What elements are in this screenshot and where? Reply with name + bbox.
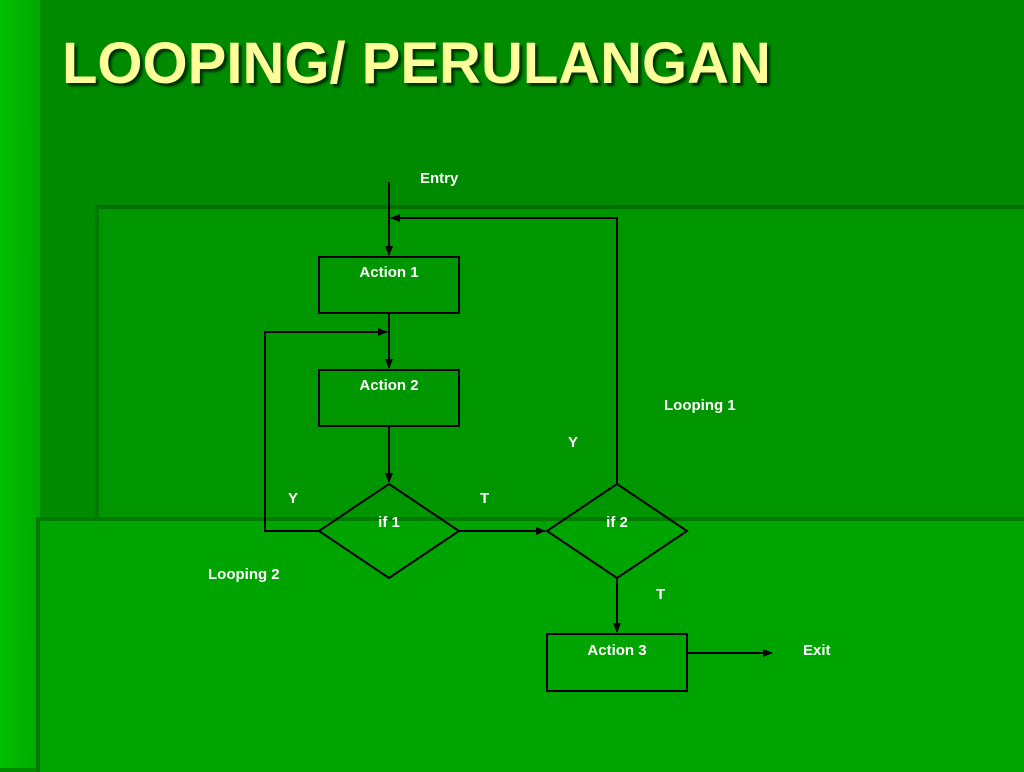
background-panel-lower — [36, 517, 1024, 772]
edge-loop2 — [264, 328, 388, 532]
entry-label: Entry — [420, 170, 459, 187]
if1-no-label: T — [480, 490, 490, 507]
action2-label: Action 2 — [359, 377, 419, 394]
if2-label: if 2 — [606, 514, 628, 531]
if1-label: if 1 — [378, 514, 400, 531]
exit-label: Exit — [803, 642, 831, 659]
if1-diamond — [317, 482, 461, 580]
action3-label: Action 3 — [587, 642, 647, 659]
action3-box — [546, 633, 688, 692]
loop2-label: Looping 2 — [208, 566, 280, 583]
background-left-gradient — [0, 0, 40, 768]
edge-loop1 — [390, 214, 618, 484]
if1-yes-label: Y — [288, 490, 299, 507]
if2-no-label: T — [656, 586, 666, 603]
action1-label: Action 1 — [359, 264, 419, 281]
slide-title: LOOPING/ PERULANGAN — [62, 31, 771, 96]
if2-diamond — [545, 482, 689, 580]
loop1-label: Looping 1 — [664, 397, 736, 414]
if2-yes-label: Y — [568, 434, 579, 451]
